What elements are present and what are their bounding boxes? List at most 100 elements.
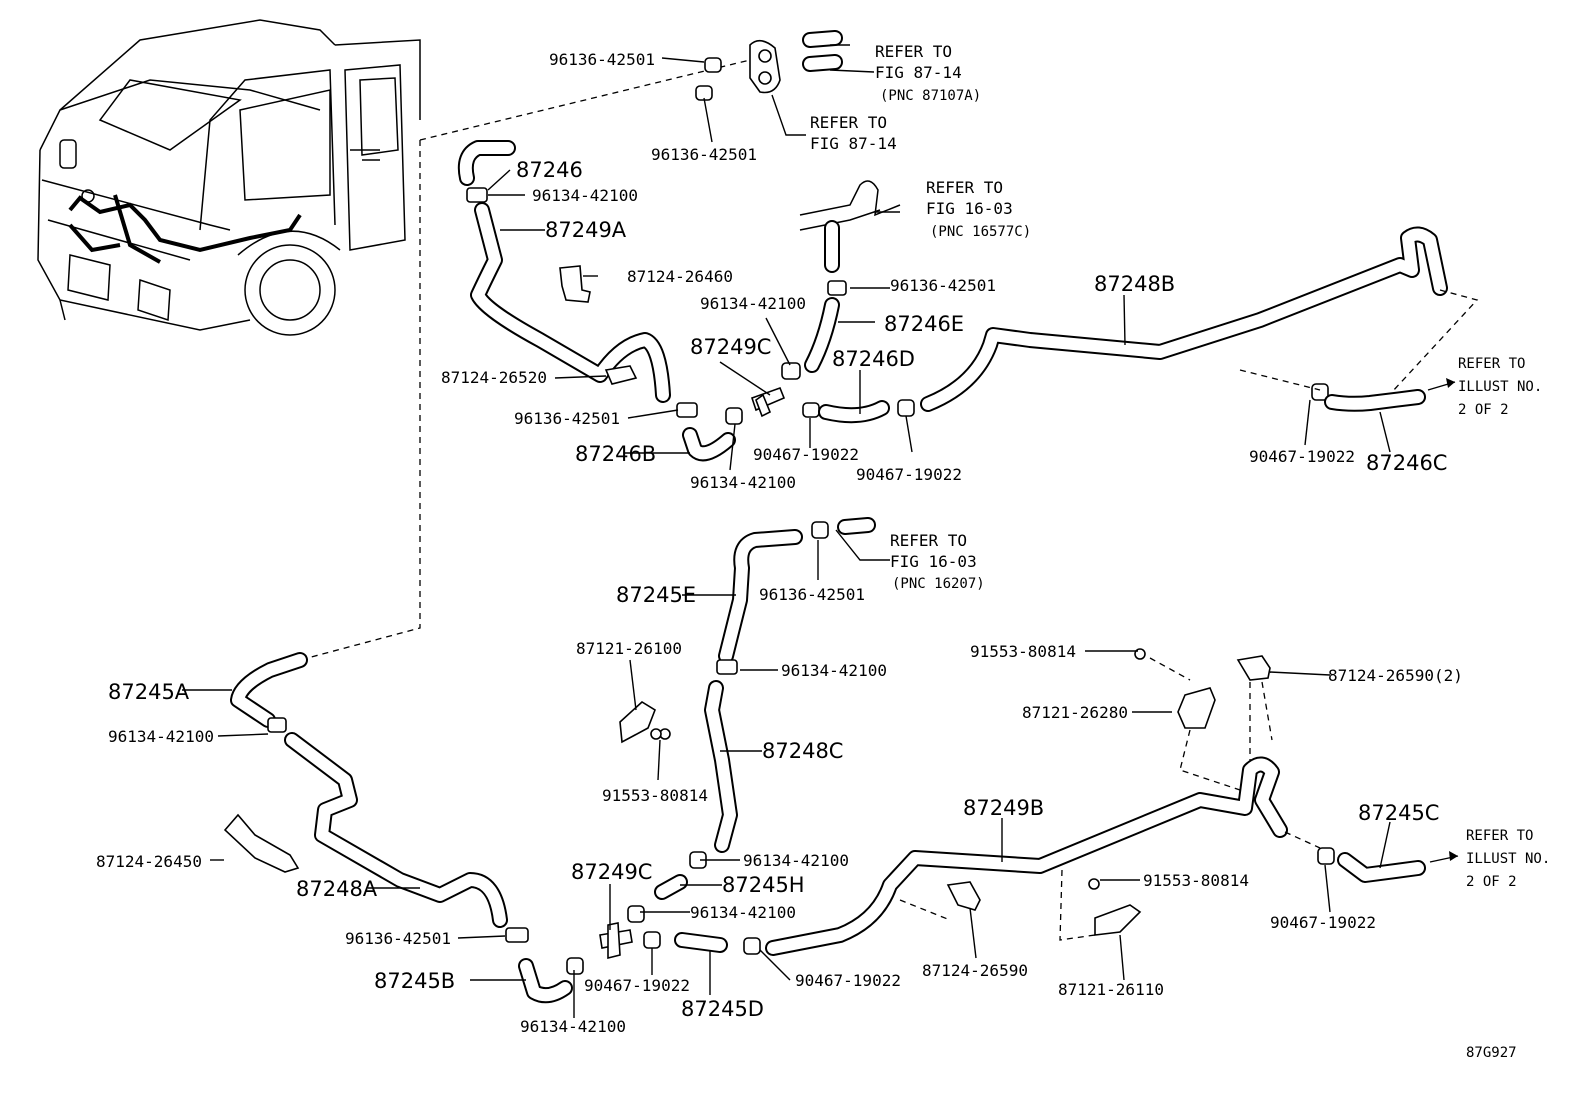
ref-87-14-a-line1: REFER TO: [875, 42, 952, 61]
label-87245C: 87245C: [1358, 801, 1439, 825]
ref-16-03-a-line3: (PNC 16577C): [930, 224, 1031, 240]
label-87246B: 87246B: [575, 442, 656, 466]
label-96134-42100: 96134-42100: [690, 473, 796, 492]
label-90467-19022: 90467-19022: [856, 465, 962, 484]
clip-87124-26590: [946, 881, 981, 911]
hose-87245D: [674, 932, 728, 953]
label-87245D: 87245D: [681, 997, 764, 1021]
label-87246E: 87246E: [884, 312, 964, 336]
label-96134-42100: 96134-42100: [743, 851, 849, 870]
label-87246D: 87246D: [832, 347, 915, 371]
ref-16-03-b-line3: (PNC 16207): [892, 576, 985, 592]
ref-87-14-a-line2: FIG 87-14: [875, 63, 962, 82]
label-96136-42501: 96136-42501: [514, 409, 620, 428]
hose-87246E: [804, 297, 840, 373]
label-87245B: 87245B: [374, 969, 455, 993]
label-87124-26450: 87124-26450: [96, 852, 202, 871]
hose-clamps-upper: [466, 57, 1329, 425]
hose-87249A: [457, 140, 671, 403]
label-96136-42501: 96136-42501: [345, 929, 451, 948]
label-90467-19022: 90467-19022: [753, 445, 859, 464]
refer-pipe-top: [802, 30, 843, 72]
leader-lines: [182, 44, 1391, 1018]
label-96136-42501: 96136-42501: [651, 145, 757, 164]
dash-87245C: [1284, 831, 1321, 849]
label-96134-42100: 96134-42100: [690, 903, 796, 922]
water-valve: [749, 39, 781, 94]
dash-87248B: [1239, 289, 1479, 406]
ref-16-03-a-line2: FIG 16-03: [926, 199, 1013, 218]
label-87249A: 87249A: [545, 218, 627, 242]
hose-87248B: [920, 226, 1448, 412]
label-96136-42501: 96136-42501: [759, 585, 865, 604]
ref-illust-a-line1: REFER TO: [1458, 356, 1525, 372]
label-90467-19022: 90467-19022: [1270, 913, 1376, 932]
label-91553-80814: 91553-80814: [970, 642, 1076, 661]
ref-87-14-b-line2: FIG 87-14: [810, 134, 897, 153]
hose-87248C: [704, 680, 738, 853]
hose-87245A: [230, 652, 308, 728]
reference-notes: REFER TO FIG 87-14 (PNC 87107A) REFER TO…: [810, 42, 1550, 890]
bracket-87124-26450: [223, 813, 300, 873]
label-87248B: 87248B: [1094, 272, 1175, 296]
ref-illust-b-line2: ILLUST NO.: [1466, 851, 1550, 867]
label-87245A: 87245A: [108, 680, 190, 704]
label-96134-42100: 96134-42100: [781, 661, 887, 680]
ref-16-03-b-line1: REFER TO: [890, 531, 967, 550]
label-87246C: 87246C: [1366, 451, 1447, 475]
label-96134-42100: 96134-42100: [700, 294, 806, 313]
vehicle-leader-line-top: [419, 59, 751, 141]
dash-lower-right: [899, 657, 1273, 941]
label-87249C: 87249C: [690, 335, 771, 359]
label-96134-42100: 96134-42100: [108, 727, 214, 746]
refer-pipe-16577c: [799, 180, 901, 273]
ref-87-14-a-line3: (PNC 87107A): [880, 88, 981, 104]
label-87124-26520: 87124-26520: [441, 368, 547, 387]
tee-87249C-lower: [599, 922, 633, 960]
hose-87248A: [284, 732, 508, 928]
bracket-87124-26460: [559, 265, 591, 303]
clip-87124-26590-pair: [1236, 655, 1271, 681]
label-91553-80814: 91553-80814: [602, 786, 708, 805]
bracket-87121-26100: [619, 701, 671, 744]
label-87121-26100: 87121-26100: [576, 639, 682, 658]
label-87245E: 87245E: [616, 583, 696, 607]
label-87249B: 87249B: [963, 796, 1044, 820]
ref-illust-a-line2: ILLUST NO.: [1458, 379, 1542, 395]
hose-clamps-lower: [267, 521, 1335, 975]
hose-87245E: [718, 529, 803, 664]
hose-87246B: [682, 427, 736, 462]
arrow-head-upper: [1446, 378, 1455, 388]
label-87124-26460: 87124-26460: [627, 267, 733, 286]
label-87124-26590: 87124-26590: [922, 961, 1028, 980]
ref-87-14-b-line1: REFER TO: [810, 113, 887, 132]
clip-87124-26520: [604, 365, 638, 385]
label-87124-26590-2: 87124-26590(2): [1328, 666, 1463, 685]
ref-16-03-b-line2: FIG 16-03: [890, 552, 977, 571]
ref-illust-b-line3: 2 OF 2: [1466, 874, 1517, 890]
figure-code: 87G927: [1466, 1045, 1517, 1061]
callout-labels: 96136-42501 96136-42501 87246 96134-4210…: [96, 50, 1463, 1036]
hose-87245B: [518, 958, 573, 1004]
bracket-87121-26110: [1088, 878, 1142, 936]
label-90467-19022: 90467-19022: [1249, 447, 1355, 466]
hose-87245H: [654, 874, 688, 900]
hose-87246C: [1324, 389, 1426, 412]
ref-illust-b-line1: REFER TO: [1466, 828, 1533, 844]
label-91553-80814: 91553-80814: [1143, 871, 1249, 890]
ref-16-03-a-line1: REFER TO: [926, 178, 1003, 197]
label-96134-42100: 96134-42100: [520, 1017, 626, 1036]
hose-87245C: [1337, 852, 1426, 883]
label-96136-42501: 96136-42501: [890, 276, 996, 295]
hose-87246D: [818, 400, 890, 424]
hose-87249B: [765, 756, 1288, 956]
refer-pipe-16207: [837, 517, 876, 535]
vehicle-leader-line: [299, 140, 421, 661]
label-96134-42100: 96134-42100: [532, 186, 638, 205]
label-90467-19022: 90467-19022: [795, 971, 901, 990]
label-96136-42501: 96136-42501: [549, 50, 655, 69]
label-87121-26110: 87121-26110: [1058, 980, 1164, 999]
vehicle-illustration: [37, 19, 421, 336]
